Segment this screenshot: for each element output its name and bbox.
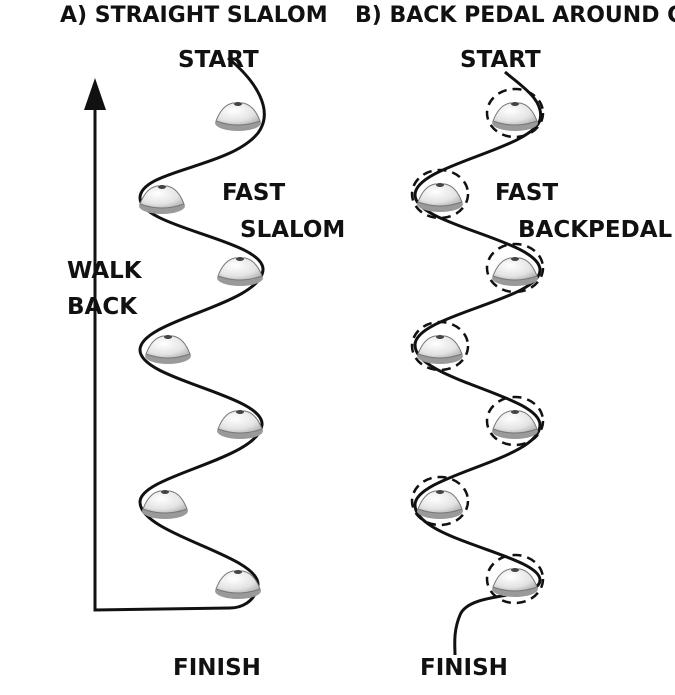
panel-a-finish-label: FINISH xyxy=(173,655,261,681)
panel-a-start-label: START xyxy=(178,47,259,73)
panel-b-start-label: START xyxy=(460,47,541,73)
panel-a-cone-1 xyxy=(215,102,261,131)
panel-a-action-line1: FAST xyxy=(222,180,285,206)
panel-a-title: A) STRAIGHT SLALOM xyxy=(60,3,328,28)
walk-back-path xyxy=(93,108,231,612)
panel-b-action-line1: FAST xyxy=(495,180,558,206)
panel-b-cone-1 xyxy=(485,87,545,139)
panel-b-cone-5 xyxy=(485,395,545,447)
panel-a-cone-7 xyxy=(215,570,261,599)
panel-b-cone-7 xyxy=(485,553,545,605)
panel-a-cone-5 xyxy=(217,410,263,439)
panel-a-return-line1: WALK xyxy=(67,258,143,284)
panel-a-cone-2 xyxy=(139,185,185,214)
panel-a-cone-4 xyxy=(145,335,191,364)
panel-b-cone-3 xyxy=(485,242,545,294)
panel-b: START FINISH FAST BACKPEDAL xyxy=(410,47,672,681)
panel-b-cone-7-dashed-circle xyxy=(485,553,545,605)
panel-b-cone-5-dashed-circle xyxy=(485,395,545,447)
panel-a-action-line2: SLALOM xyxy=(240,217,345,243)
panel-b-finish-label: FINISH xyxy=(420,655,508,681)
panel-b-title: B) BACK PEDAL AROUND CONES xyxy=(355,3,675,28)
panel-b-cone-1-dashed-circle xyxy=(485,87,545,139)
panel-b-cone-2 xyxy=(410,168,470,220)
panel-a: START FINISH FAST SLALOM WALK BACK xyxy=(67,47,345,681)
panel-b-cone-4 xyxy=(410,320,470,372)
panel-b-cone-2-dashed-circle xyxy=(410,168,470,220)
panel-b-action-line2: BACKPEDAL xyxy=(518,217,672,243)
panel-a-slalom-path xyxy=(138,56,266,610)
walk-back-arrowhead xyxy=(84,78,106,110)
panel-a-cone-3 xyxy=(217,257,263,286)
panel-b-cone-6-dashed-circle xyxy=(410,475,470,527)
panel-a-cone-6 xyxy=(142,490,188,519)
panel-b-cone-6 xyxy=(410,475,470,527)
panel-b-cone-4-dashed-circle xyxy=(410,320,470,372)
panel-a-return-line2: BACK xyxy=(67,294,138,320)
panel-b-cone-3-dashed-circle xyxy=(485,242,545,294)
